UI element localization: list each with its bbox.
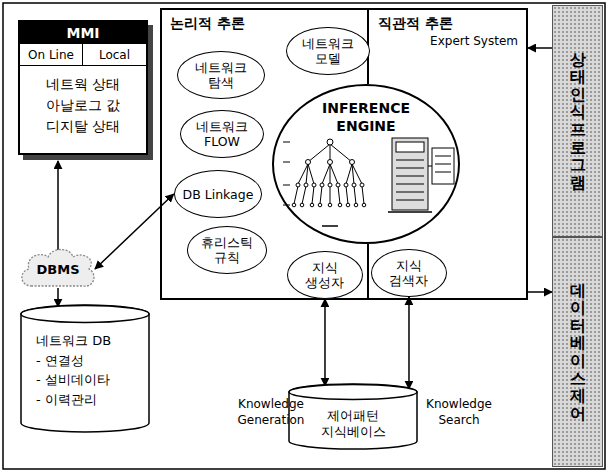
module-ellipse: 휴리스틱 규칙 — [187, 226, 268, 274]
node-label: 지식 검색자 — [378, 258, 440, 288]
computer-illustration — [388, 138, 454, 212]
node-text: Expert System — [430, 34, 518, 48]
dbms-cloud: DBMS — [18, 246, 98, 292]
outer-frame — [3, 3, 605, 469]
node-label: MMI — [20, 22, 146, 44]
reasoning-panel: 직관적 추론Expert System 지식 검색자 — [368, 8, 528, 300]
node-label: On Line — [28, 48, 74, 62]
module-ellipse: 지식 생성자 — [287, 251, 363, 299]
node-text: - 연결성 — [36, 351, 140, 371]
module-ellipse: 네트워크 모델 — [286, 27, 369, 75]
inference-engine-circle: INFERENCE ENGINE — [272, 84, 460, 244]
flow-label: Knowledge Generation — [230, 397, 312, 428]
flow-label: Knowledge Search — [424, 397, 494, 428]
module-ellipse: 지식 검색자 — [371, 249, 447, 297]
node-label: DBMS — [37, 262, 80, 277]
module-ellipse: 네트워크 FLOW — [180, 110, 263, 158]
node-label: 네트워크 모델 — [293, 36, 362, 66]
program-band: 상태인식프로그램 — [552, 5, 603, 237]
node-label: 논리적 추론 — [170, 15, 245, 33]
node-label: DB Linkage — [183, 187, 254, 202]
text-list: 네트워크 DB- 연결성- 설비데이타- 이력관리 — [36, 331, 140, 409]
connector-arrow — [408, 297, 410, 389]
database-cylinder: 네트워크 DB- 연결성- 설비데이타- 이력관리 — [20, 305, 150, 433]
node-text: - 설비데이타 — [36, 370, 140, 390]
connector-arrow — [57, 288, 59, 307]
mmi-panel: MMI 네트웍 상태 아날로그 값 디지탈 상태 On Line Local — [18, 20, 148, 155]
node-label: 네트워크 DB — [36, 331, 140, 351]
node-label: 직관적 추론 — [378, 15, 453, 33]
node-label: 상태인식프로그램 — [570, 51, 586, 192]
node-label: 데이터베이스제어 — [570, 282, 586, 423]
connector-arrow — [324, 299, 326, 386]
program-band: 데이터베이스제어 — [552, 237, 603, 467]
node-label: 제어패턴 지식베이스 — [311, 408, 395, 441]
node-label: 지식 생성자 — [294, 260, 356, 290]
module-ellipse: DB Linkage — [174, 170, 263, 218]
node-text: - 이력관리 — [36, 390, 140, 410]
node-label: INFERENCE ENGINE — [311, 100, 421, 135]
connector-arrow — [528, 47, 552, 49]
node-text: 네트웍 상태 아날로그 값 디지탈 상태 — [30, 74, 136, 137]
node-label: Local — [99, 48, 130, 62]
connector-arrow — [528, 291, 552, 293]
cylinder-outline — [20, 305, 150, 433]
module-ellipse: 네트워크 탐색 — [177, 51, 266, 99]
mode-cell: On Line — [20, 44, 83, 66]
node-label: 휴리스틱 규칙 — [194, 235, 261, 265]
knowledge-base-cylinder: 제어패턴 지식베이스 — [288, 384, 418, 450]
node-label: 네트워크 탐색 — [184, 60, 259, 90]
node-label: 네트워크 FLOW — [187, 119, 256, 149]
tree-illustration — [283, 139, 366, 226]
mode-cell: Local — [83, 44, 146, 66]
connector-arrow — [57, 161, 59, 251]
reasoning-panel: 논리적 추론네트워크 모델네트워크 탐색네트워크 FLOW DB Linkage 휴… — [160, 8, 368, 300]
